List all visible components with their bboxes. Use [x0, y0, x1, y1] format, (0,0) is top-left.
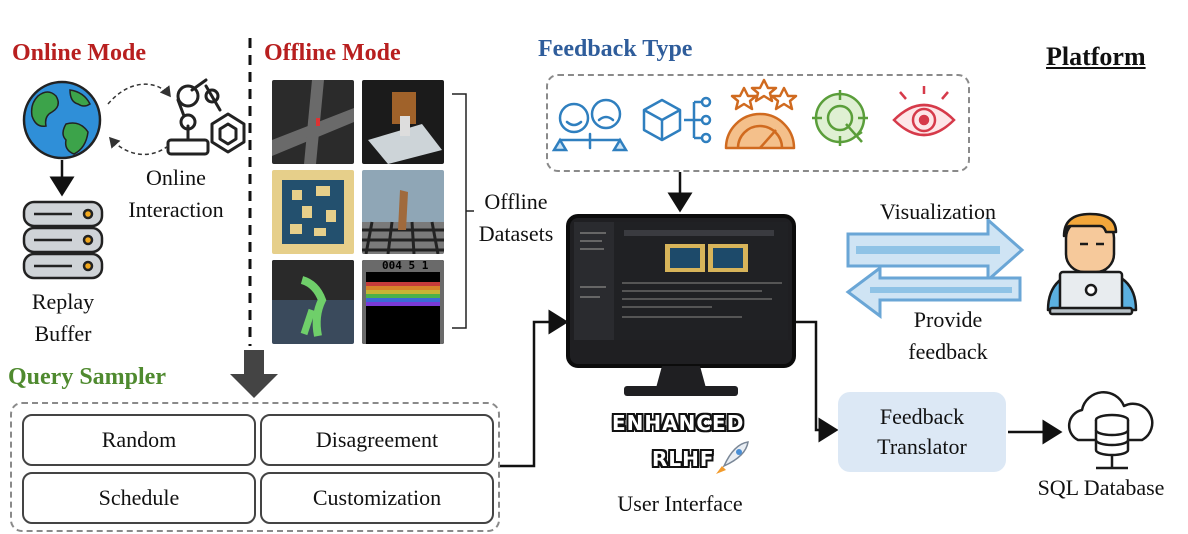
rocket-icon: [716, 441, 749, 474]
comparative-feedback-icon: [551, 98, 629, 152]
robot-arm-icon: [166, 78, 246, 156]
sampler-option-schedule[interactable]: Schedule: [22, 472, 256, 524]
sampler-option-customization[interactable]: Customization: [260, 472, 494, 524]
database-cloud-icon: [1067, 390, 1154, 470]
ui-to-translator-arrow: [796, 320, 839, 443]
sampler-to-ui-arrow: [500, 309, 569, 468]
thumbnail-hopper: [362, 170, 444, 254]
globe-icon: [22, 80, 102, 160]
down-to-sampler-arrow: [230, 350, 278, 398]
thumbnail-walker: [272, 260, 354, 344]
offline-mode-title: Offline Mode: [264, 40, 401, 66]
attribute-feedback-icon: [642, 96, 712, 144]
logo-rlhf: RLHF: [652, 447, 715, 471]
feedback-translator-box: Feedback Translator: [838, 392, 1006, 472]
online-interaction-label: Online Interaction: [128, 165, 224, 222]
online-interaction-arrow-forward: [107, 83, 171, 105]
replay-buffer-icon: [22, 200, 104, 280]
feedback-type-box: [546, 74, 970, 172]
visual-feedback-icon: [892, 86, 956, 137]
visualization-arrow: [846, 216, 1025, 284]
sampler-option-disagreement[interactable]: Disagreement: [260, 414, 494, 466]
keypoint-feedback-icon: [812, 90, 868, 146]
logo-enhanced: ENHANCED: [612, 411, 745, 435]
visualization-label: Visualization: [880, 199, 996, 224]
user-icon: [1046, 212, 1138, 316]
sql-database-label: SQL Database: [1037, 475, 1165, 500]
atari-score: 004 5 1: [382, 260, 429, 272]
user-interface-label: User Interface: [617, 491, 743, 516]
query-sampler-box: [10, 402, 500, 532]
monitor-icon: [566, 214, 796, 396]
feedback-type-title: Feedback Type: [538, 36, 693, 62]
datasets-bracket: [452, 93, 467, 329]
provide-feedback-label: Provide feedback: [908, 307, 988, 364]
thumbnail-driving: [272, 80, 354, 164]
sampler-option-random[interactable]: Random: [22, 414, 256, 466]
thumbnail-robot-door: [362, 80, 444, 164]
query-sampler-title: Query Sampler: [8, 364, 166, 390]
online-interaction-arrow-back: [109, 136, 169, 156]
thumbnail-maze: [272, 170, 354, 254]
online-mode-title: Online Mode: [12, 40, 147, 66]
replay-buffer-label: Replay Buffer: [31, 289, 95, 346]
platform-title: Platform: [1046, 42, 1146, 71]
rating-feedback-icon: [724, 78, 798, 150]
provide-feedback-arrow: [845, 265, 1022, 319]
thumbnail-atari: 004 5 1: [362, 260, 444, 344]
offline-datasets-label: Offline Datasets: [478, 189, 554, 246]
